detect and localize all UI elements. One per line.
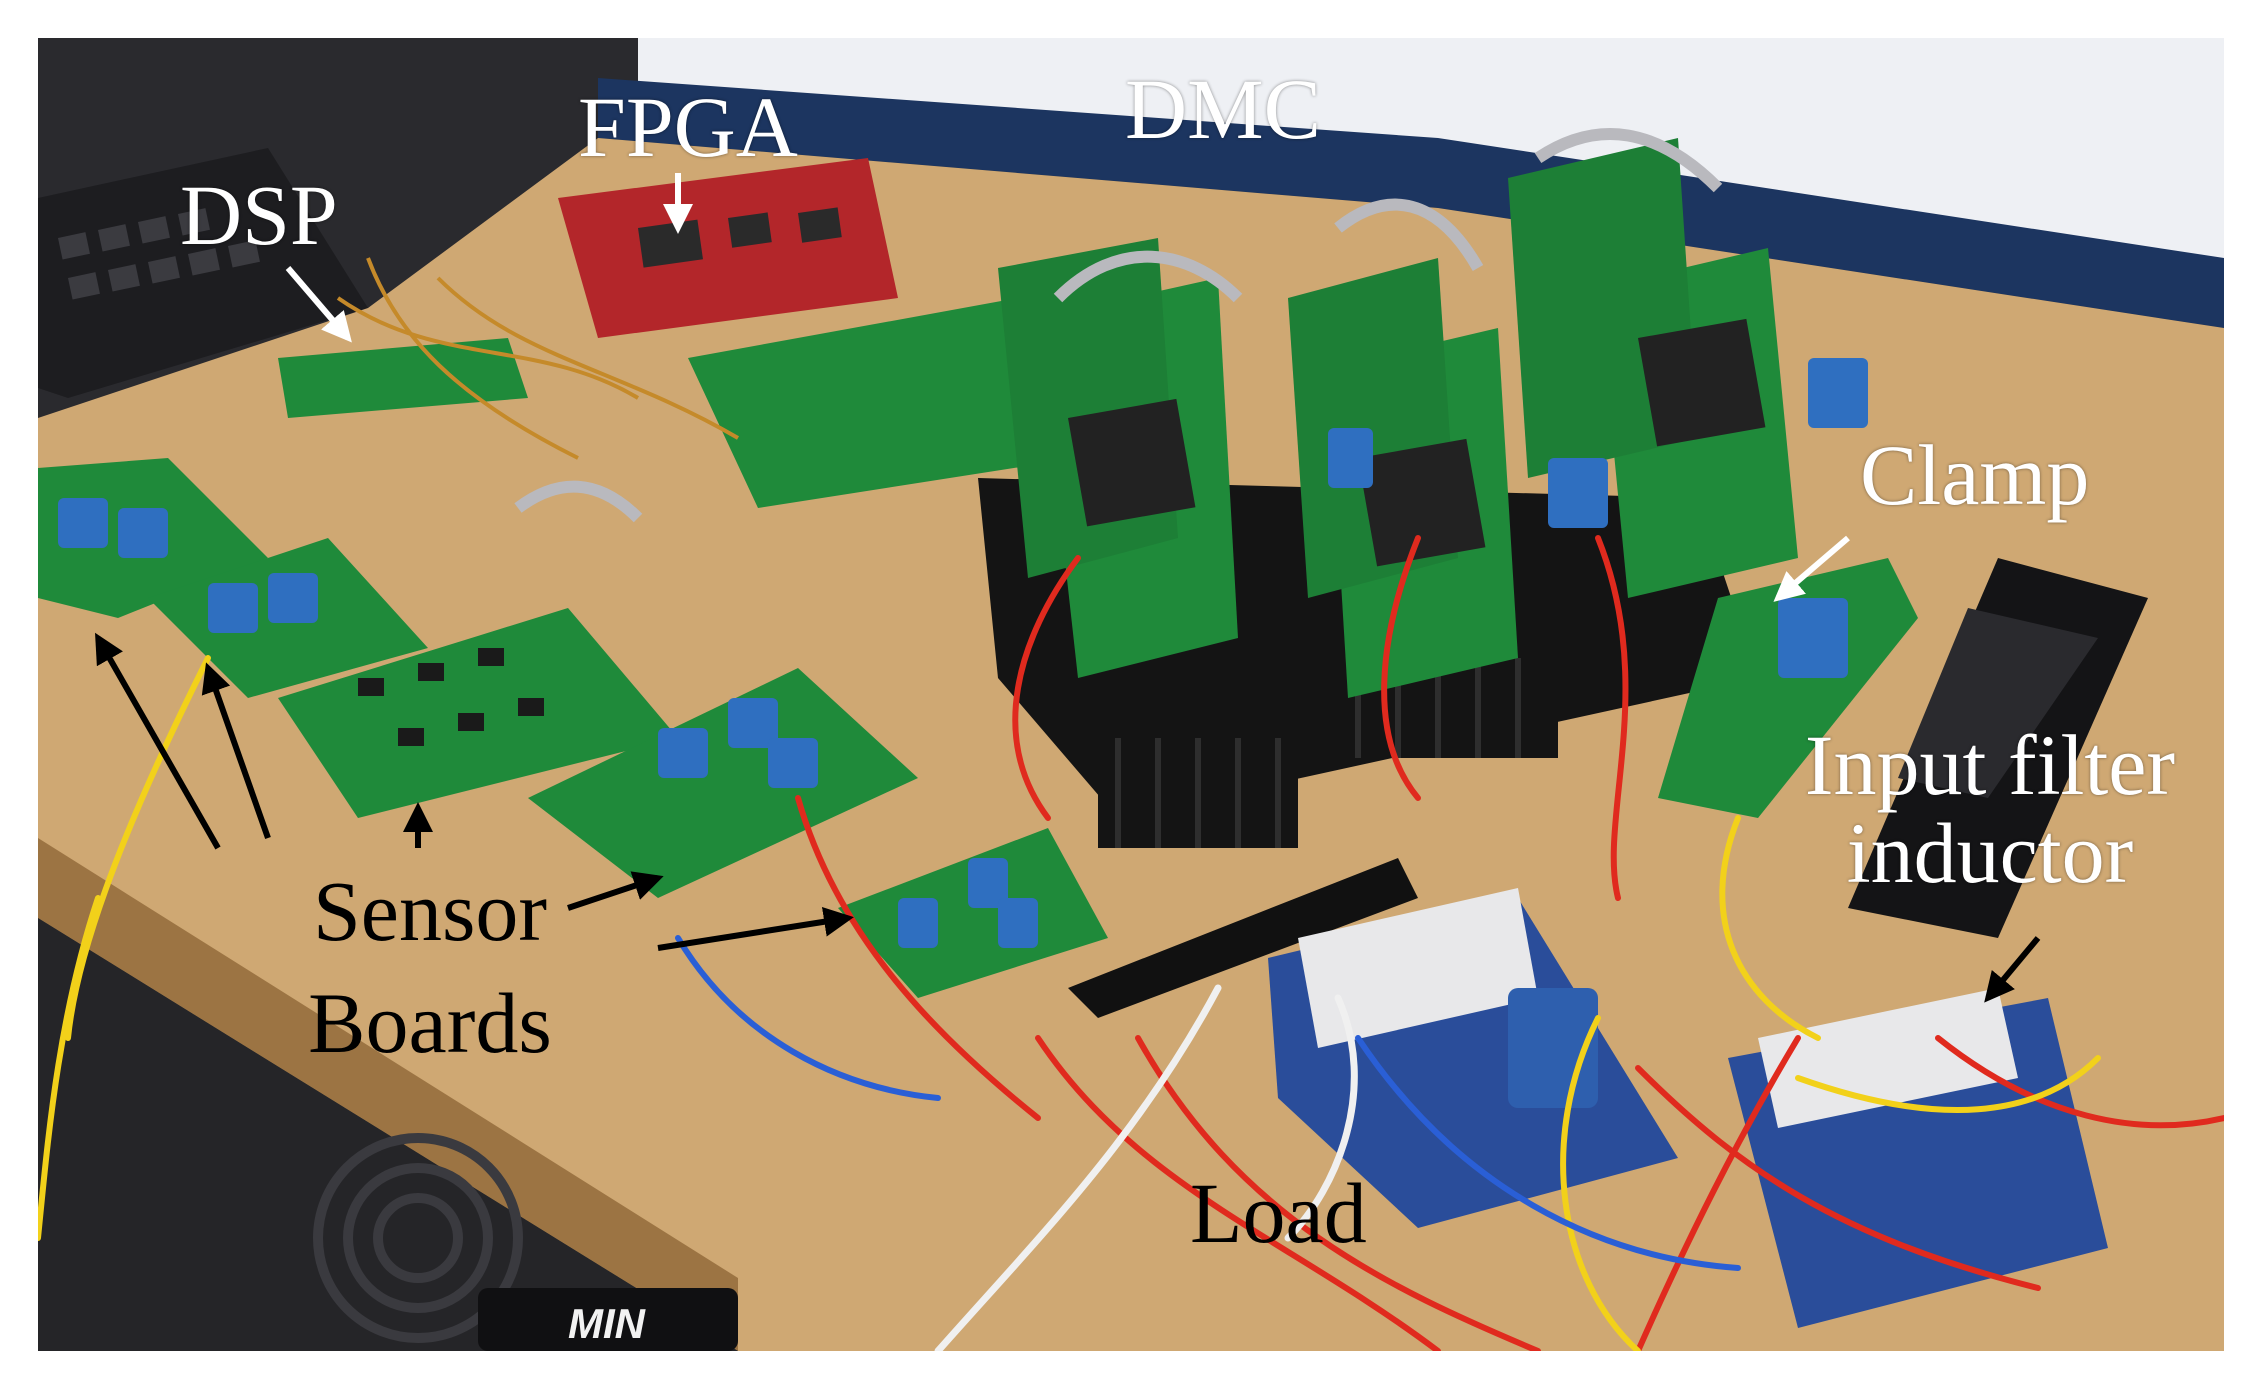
min-sign-text: MIN — [568, 1300, 647, 1347]
load-transformer — [1268, 888, 1678, 1228]
input-filter-inductor — [1728, 988, 2108, 1328]
heatsink-fins — [1115, 658, 1521, 848]
sensor-arrow-4 — [567, 871, 664, 911]
clamp-arrow — [1773, 535, 1850, 602]
sensor-boards-label-line1: Sensor — [312, 863, 548, 959]
dmc-blue-capacitors — [1328, 358, 1868, 528]
sensor-arrow-5 — [657, 906, 854, 951]
wires-blue — [675, 935, 1741, 1271]
dmc-label: DMC — [1125, 61, 1321, 157]
floor-dark — [38, 918, 738, 1351]
table-edge — [38, 838, 738, 1351]
input-filter-label-line2: inductor — [1846, 805, 2134, 901]
input-filter-label-line1: Input filter — [1804, 717, 2176, 813]
dsp-board — [278, 338, 528, 418]
sensor-arrow-1 — [95, 632, 221, 850]
interface-board — [688, 298, 1078, 508]
photo-scene: MIN — [38, 38, 2224, 1351]
keyboard-keys — [58, 208, 260, 300]
dsp-label: DSP — [180, 167, 338, 263]
sensor-blue-components — [58, 498, 1038, 948]
floor-fan — [313, 1133, 523, 1343]
ribbon-cables — [514, 128, 1723, 523]
clamp-label: Clamp — [1860, 427, 2090, 523]
dsp-arrow — [285, 266, 352, 343]
sensor-chips — [358, 648, 544, 746]
wires-red — [795, 535, 2224, 1351]
fpga-label: FPGA — [578, 79, 798, 175]
min-sign: MIN — [478, 1288, 738, 1351]
wall-panel-white — [638, 38, 2224, 268]
sensor-boards-label-line2: Boards — [308, 975, 552, 1071]
sensor-arrow-2 — [201, 662, 271, 839]
load-label: Load — [1190, 1165, 1367, 1261]
fpga-board — [558, 158, 898, 338]
clamp-board — [1658, 558, 1918, 818]
wires-white — [934, 984, 1358, 1351]
probe-box — [1848, 558, 2148, 938]
wires-yellow — [38, 655, 2101, 1351]
dmc-power-modules — [1068, 318, 1766, 567]
wires-misc — [336, 257, 740, 460]
inductor-arrow — [1984, 936, 2041, 1003]
current-probe — [1068, 858, 1418, 1018]
clamp-capacitor — [1778, 598, 1848, 678]
